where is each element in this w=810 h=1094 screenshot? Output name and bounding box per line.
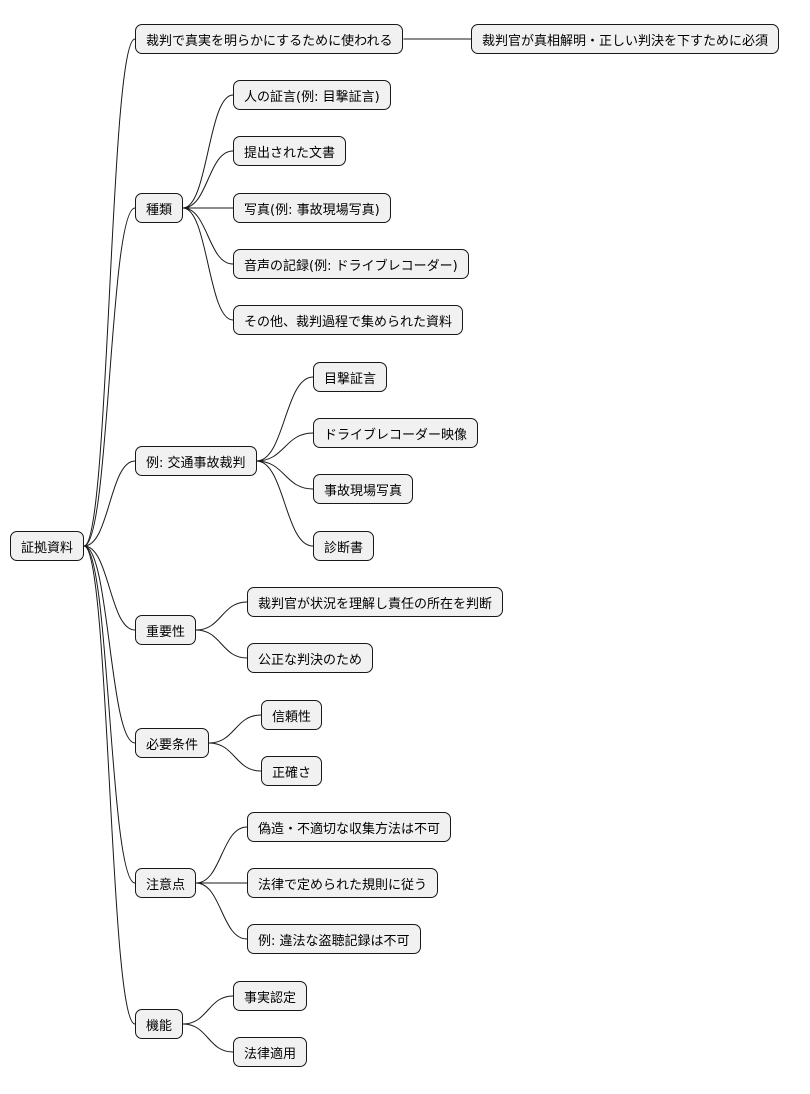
connector-b1-3 — [182, 207, 234, 265]
connector-b2-0 — [256, 376, 314, 462]
connector-b1-4 — [182, 207, 234, 321]
leaf-traffic-photo: 事故現場写真 — [313, 474, 414, 504]
root-node: 証拠資料 — [10, 531, 85, 561]
connector-root-b1 — [83, 207, 136, 547]
connector-b5-0 — [195, 826, 248, 884]
leaf-importance-judge: 裁判官が状況を理解し責任の所在を判断 — [247, 587, 504, 617]
connector-b2-2 — [256, 460, 314, 490]
branch-importance: 重要性 — [135, 615, 197, 645]
branch-requirements: 必要条件 — [135, 728, 210, 758]
leaf-types-audio: 音声の記録(例: ドライブレコーダー) — [233, 249, 469, 279]
connector-root-b0 — [83, 38, 136, 547]
connector-b2-1 — [256, 432, 314, 462]
leaf-traffic-witness: 目撃証言 — [313, 362, 388, 392]
leaf-types-other: その他、裁判過程で集められた資料 — [233, 305, 464, 335]
connector-b3-1 — [196, 629, 248, 659]
leaf-importance-fair: 公正な判決のため — [247, 643, 374, 673]
connector-b4-0 — [209, 714, 262, 744]
connector-b6-0 — [183, 995, 234, 1025]
connector-b2-3 — [256, 460, 314, 547]
connector-root-b6 — [83, 545, 136, 1025]
branch-types: 種類 — [135, 193, 184, 223]
branch-traffic-example: 例: 交通事故裁判 — [135, 446, 257, 476]
connector-root-b4 — [83, 545, 136, 744]
connector-b6-1 — [183, 1023, 234, 1053]
leaf-cautions-forgery: 偽造・不適切な収集方法は不可 — [247, 812, 452, 842]
connector-b1-0 — [182, 94, 234, 209]
leaf-types-photos: 写真(例: 事故現場写真) — [233, 193, 391, 223]
branch-purpose: 裁判で真実を明らかにするために使われる — [135, 24, 404, 54]
leaf-functions-law-application: 法律適用 — [233, 1037, 308, 1067]
leaf-requirements-reliability: 信頼性 — [261, 700, 323, 730]
leaf-traffic-medical: 診断書 — [313, 531, 375, 561]
leaf-types-documents: 提出された文書 — [233, 136, 347, 166]
leaf-functions-fact-finding: 事実認定 — [233, 981, 308, 1011]
leaf-types-testimony: 人の証言(例: 目撃証言) — [233, 80, 391, 110]
branch-functions: 機能 — [135, 1009, 184, 1039]
connector-b1-1 — [182, 150, 234, 209]
leaf-requirements-accuracy: 正確さ — [261, 756, 323, 786]
connector-root-b2 — [83, 460, 136, 547]
leaf-purpose-essential: 裁判官が真相解明・正しい判決を下すために必須 — [471, 24, 780, 54]
connector-root-b5 — [83, 545, 136, 884]
branch-cautions: 注意点 — [135, 868, 197, 898]
leaf-cautions-rules: 法律で定められた規則に従う — [247, 868, 439, 898]
connector-b5-2 — [195, 882, 248, 940]
connector-b4-1 — [209, 742, 262, 772]
leaf-traffic-dashcam: ドライブレコーダー映像 — [313, 418, 479, 448]
connector-root-b3 — [83, 545, 136, 631]
connector-b3-0 — [196, 601, 248, 631]
leaf-cautions-wiretap: 例: 違法な盗聴記録は不可 — [247, 924, 421, 954]
